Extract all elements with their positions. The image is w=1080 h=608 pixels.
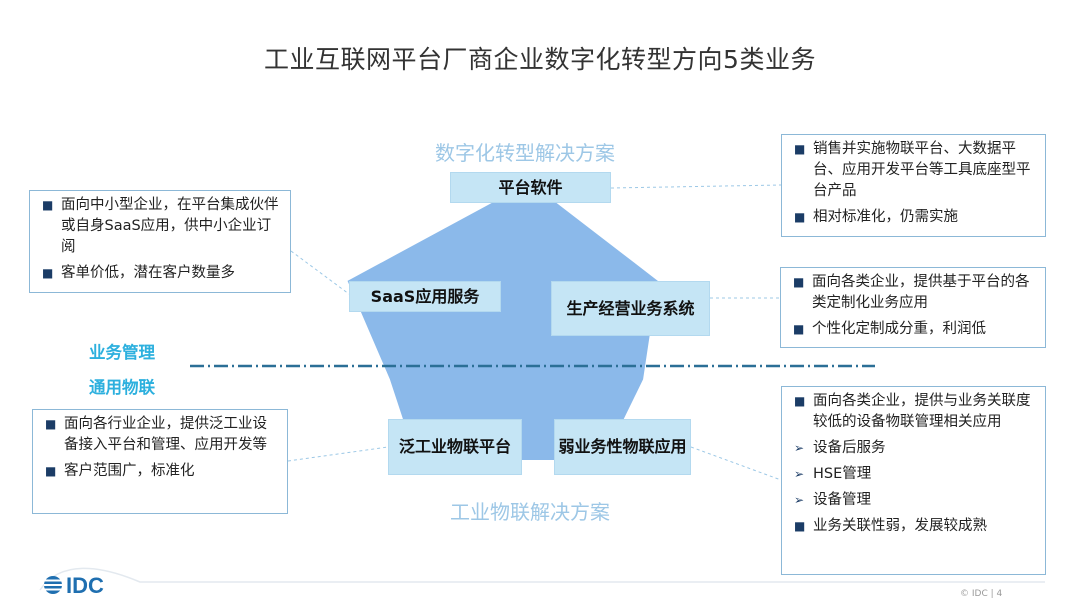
bullet-item: ■ 面向各类企业，提供与业务关联度较低的设备物联管理相关应用 xyxy=(790,391,1035,433)
idc-logo: IDC xyxy=(44,573,104,598)
bullet-text: 个性化定制成分重，利润低 xyxy=(812,321,986,337)
bullet-text: 面向中小型企业，在平台集成伙伴或自身SaaS应用，供中小企业订阅 xyxy=(61,197,279,255)
arrow-bullet-icon: ➢ xyxy=(794,467,805,481)
bullet-item: ■ 面向各类企业，提供基于平台的各类定制化业务应用 xyxy=(789,272,1035,314)
solution-label-bottom: 工业物联解决方案 xyxy=(450,500,610,524)
bullet-text: 客户范围广，标准化 xyxy=(64,463,195,479)
square-bullet-icon: ■ xyxy=(45,417,57,431)
arrow-bullet-icon: ➢ xyxy=(794,441,805,455)
bullet-text: 相对标准化，仍需实施 xyxy=(813,209,958,225)
bullet-item: ■ 销售并实施物联平台、大数据平台、应用开发平台等工具底座型平台产品 xyxy=(790,139,1035,202)
bullet-item: ➢ 设备管理 xyxy=(790,490,1035,511)
square-bullet-icon: ■ xyxy=(794,142,806,156)
layer-label-management: 业务管理 xyxy=(89,343,155,362)
connector-line xyxy=(290,250,350,295)
page-footer: © IDC | 4 xyxy=(960,589,1003,599)
solution-label-top: 数字化转型解决方案 xyxy=(435,141,615,165)
bullet-text: 设备管理 xyxy=(813,492,871,508)
bullet-item: ➢ 设备后服务 xyxy=(790,438,1035,459)
layer-label-iot: 通用物联 xyxy=(89,378,155,397)
node-platform-software: 平台软件 xyxy=(450,172,611,203)
connector-line xyxy=(610,184,782,189)
bullet-text: 客单价低，潜在客户数量多 xyxy=(61,265,235,281)
bullet-text: 销售并实施物联平台、大数据平台、应用开发平台等工具底座型平台产品 xyxy=(813,141,1031,199)
square-bullet-icon: ■ xyxy=(794,210,806,224)
square-bullet-icon: ■ xyxy=(42,266,54,280)
bullet-text: HSE管理 xyxy=(813,466,872,482)
bullet-item: ➢ HSE管理 xyxy=(790,464,1035,485)
connector-line xyxy=(690,446,782,481)
bullet-text: 面向各类企业，提供与业务关联度较低的设备物联管理相关应用 xyxy=(813,393,1031,430)
square-bullet-icon: ■ xyxy=(794,519,806,533)
square-bullet-icon: ■ xyxy=(42,198,54,212)
bullet-text: 业务关联性弱，发展较成熟 xyxy=(813,518,987,534)
square-bullet-icon: ■ xyxy=(793,322,805,336)
node-saas-service: SaaS应用服务 xyxy=(349,281,501,312)
arrow-bullet-icon: ➢ xyxy=(794,493,805,507)
desc-box-top-left: ■ 面向中小型企业，在平台集成伙伴或自身SaaS应用，供中小企业订阅 ■ 客单价低，… xyxy=(29,190,291,293)
desc-box-mid-right: ■ 面向各类企业，提供基于平台的各类定制化业务应用 ■ 个性化定制成分重，利润低 xyxy=(780,267,1046,348)
idc-logo-mark xyxy=(44,576,62,594)
desc-box-bottom-right: ■ 面向各类企业，提供与业务关联度较低的设备物联管理相关应用 ➢ 设备后服务 ➢ HS… xyxy=(781,386,1046,575)
square-bullet-icon: ■ xyxy=(794,394,806,408)
square-bullet-icon: ■ xyxy=(45,464,57,478)
logo-text: IDC xyxy=(66,573,104,598)
bullet-item: ■ 客单价低，潜在客户数量多 xyxy=(38,263,280,284)
bullet-item: ■ 相对标准化，仍需实施 xyxy=(790,207,1035,228)
bullet-text: 设备后服务 xyxy=(813,440,886,456)
desc-box-bottom-left: ■ 面向各行业企业，提供泛工业设备接入平台和管理、应用开发等 ■ 客户范围广，标准化 xyxy=(32,409,288,514)
bullet-item: ■ 个性化定制成分重，利润低 xyxy=(789,319,1035,340)
connector-line xyxy=(287,446,389,462)
bullet-item: ■ 客户范围广，标准化 xyxy=(41,461,277,482)
bullet-text: 面向各行业企业，提供泛工业设备接入平台和管理、应用开发等 xyxy=(64,416,267,453)
bullet-item: ■ 面向中小型企业，在平台集成伙伴或自身SaaS应用，供中小企业订阅 xyxy=(38,195,280,258)
node-iiot-platform: 泛工业物联平台 xyxy=(388,419,522,475)
node-weak-iot-app: 弱业务性物联应用 xyxy=(554,419,691,475)
bullet-item: ■ 业务关联性弱，发展较成熟 xyxy=(790,516,1035,537)
node-operations-system: 生产经营业务系统 xyxy=(551,281,710,336)
bullet-text: 面向各类企业，提供基于平台的各类定制化业务应用 xyxy=(812,274,1030,311)
bullet-item: ■ 面向各行业企业，提供泛工业设备接入平台和管理、应用开发等 xyxy=(41,414,277,456)
desc-box-top-right: ■ 销售并实施物联平台、大数据平台、应用开发平台等工具底座型平台产品 ■ 相对标准化… xyxy=(781,134,1046,237)
page-title: 工业互联网平台厂商企业数字化转型方向5类业务 xyxy=(264,45,816,74)
square-bullet-icon: ■ xyxy=(793,275,805,289)
